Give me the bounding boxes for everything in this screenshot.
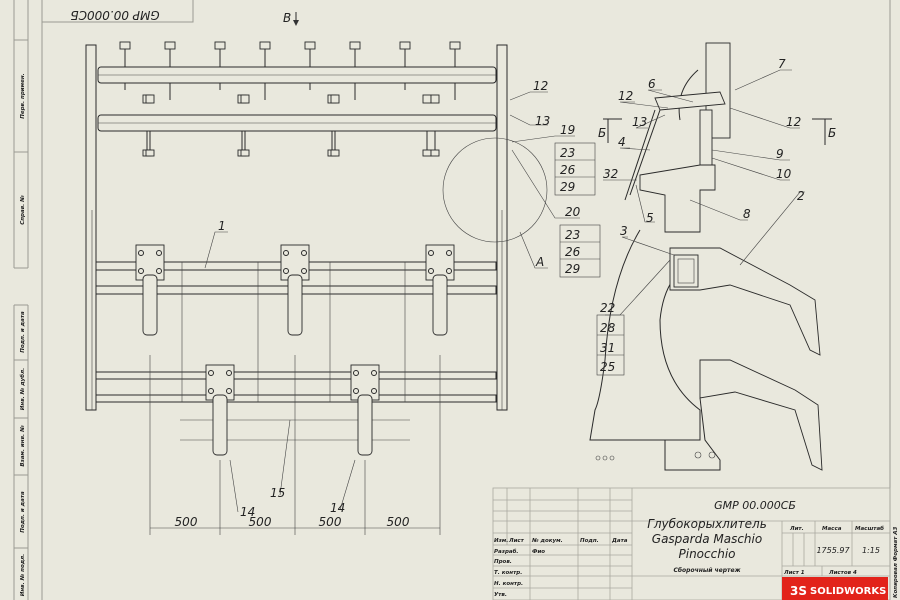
- roller-tine: [119, 41, 131, 50]
- callout-label: 26: [565, 245, 581, 259]
- margin-label: Справ. №: [19, 195, 26, 225]
- margin-label: Взам. инв. №: [19, 425, 26, 467]
- dimension-label: 500: [249, 515, 272, 529]
- solidworks-logo: [782, 577, 888, 600]
- callout-label: 1: [218, 219, 226, 233]
- roller-tine: [399, 41, 411, 50]
- roller-tine: [240, 94, 250, 104]
- mass-label: Масса: [822, 526, 842, 532]
- dimension-label: 500: [319, 515, 342, 529]
- margin-label: Подп. и дата: [20, 311, 26, 353]
- callout-label: 14: [330, 501, 345, 515]
- callout-label: 13: [535, 114, 550, 128]
- title-line-3: Pinocchio: [679, 547, 736, 561]
- callout-label: 22: [600, 301, 615, 315]
- callout-label: 25: [600, 360, 615, 374]
- margin-label: Подп. и дата: [20, 491, 26, 533]
- roller-tine: [349, 41, 361, 50]
- callout-label: 12: [618, 89, 633, 103]
- row-checked: Пров.: [494, 559, 512, 565]
- row-tech-control: Т. контр.: [494, 570, 522, 576]
- roller-tine: [304, 41, 316, 50]
- callout-label: 20: [565, 205, 581, 219]
- row-approved: Утв.: [494, 592, 507, 598]
- hdr-list: Лист: [508, 538, 525, 544]
- callout-label: 4: [618, 135, 626, 149]
- sheets-label: Листов 4: [828, 570, 857, 576]
- callout-label: 13: [632, 115, 647, 129]
- roller-tine: [422, 94, 432, 104]
- title-line-2: Gasparda Maschio: [652, 532, 762, 546]
- doc-type: Сборочный чертеж: [673, 567, 741, 574]
- roller-tine: [145, 94, 155, 104]
- sheet-label: Лист 1: [783, 570, 805, 576]
- hdr-izm: Изм.: [494, 538, 508, 544]
- mirrored-doc-number: GMP 00.000СБ: [70, 8, 159, 22]
- plan-view: [85, 41, 601, 535]
- roller-tine: [330, 94, 340, 104]
- callout-label: 23: [560, 146, 575, 160]
- callout-label: 12: [786, 115, 801, 129]
- roller-tine: [214, 41, 226, 50]
- shank-assembly: [135, 244, 165, 336]
- callout-label: 32: [603, 167, 618, 181]
- section-mark: Б: [828, 126, 836, 140]
- callout-label: 26: [560, 163, 576, 177]
- roller-tine: [430, 94, 440, 104]
- callout-label: 29: [560, 180, 575, 194]
- callout-label: 6: [648, 77, 656, 91]
- callout-label: 12: [533, 79, 548, 93]
- view-label: В: [283, 11, 291, 25]
- roller-tine: [259, 41, 271, 50]
- margin-label: Инв. № дубл.: [19, 368, 26, 410]
- callout-label: 2: [797, 189, 805, 203]
- mass-value: 1755.97: [816, 546, 850, 555]
- side-strip: Копировал Формат A3: [893, 526, 899, 598]
- callout-label: 7: [778, 57, 786, 71]
- row-norm-control: Н. контр.: [494, 581, 523, 587]
- margin-label: Перв. примен.: [20, 73, 26, 118]
- solidworks-logo-text: SOLIDWORKS: [810, 586, 886, 597]
- roller-tine: [449, 41, 461, 50]
- shank-assembly: [205, 364, 235, 456]
- title-line-1: Глубокорыхлитель: [647, 517, 767, 531]
- section-mark: Б: [598, 126, 606, 140]
- scale-value: 1:15: [862, 546, 880, 555]
- row-developed: Разраб.: [494, 548, 519, 555]
- sheet-frame: [13, 0, 891, 600]
- callout-label: 3: [620, 224, 628, 238]
- callout-label: 10: [776, 167, 792, 181]
- callout-label: 23: [565, 228, 580, 242]
- ds-logo-icon: 3S: [790, 584, 807, 598]
- callout-label: 14: [240, 505, 255, 519]
- callout-label: 5: [646, 211, 654, 225]
- roller-tine: [164, 41, 176, 50]
- callout-label: 28: [600, 321, 616, 335]
- dimension-label: 500: [175, 515, 198, 529]
- callout-label: 29: [565, 262, 580, 276]
- hdr-date: Дата: [611, 538, 628, 544]
- callout-label: 15: [270, 486, 285, 500]
- callout-label: 31: [600, 341, 615, 355]
- developer-name: Фио: [532, 549, 545, 555]
- hdr-doc: № докум.: [531, 537, 563, 544]
- hdr-sign: Подп.: [580, 538, 599, 544]
- lit-label: Лит.: [789, 526, 804, 532]
- callout-label: 8: [743, 207, 751, 221]
- callout-label: 9: [776, 147, 784, 161]
- margin-label: Инв. № подл.: [19, 554, 26, 597]
- scale-label: Масштаб: [855, 525, 884, 532]
- shank-assembly: [280, 244, 310, 336]
- dimension-label: 500: [387, 515, 410, 529]
- side-view: [589, 42, 832, 471]
- callout-label: 19: [560, 123, 575, 137]
- shank-assembly: [350, 364, 380, 456]
- shank-assembly: [425, 244, 455, 336]
- callout-label: А: [535, 255, 544, 269]
- doc-number: GMP 00.000СБ: [714, 499, 796, 512]
